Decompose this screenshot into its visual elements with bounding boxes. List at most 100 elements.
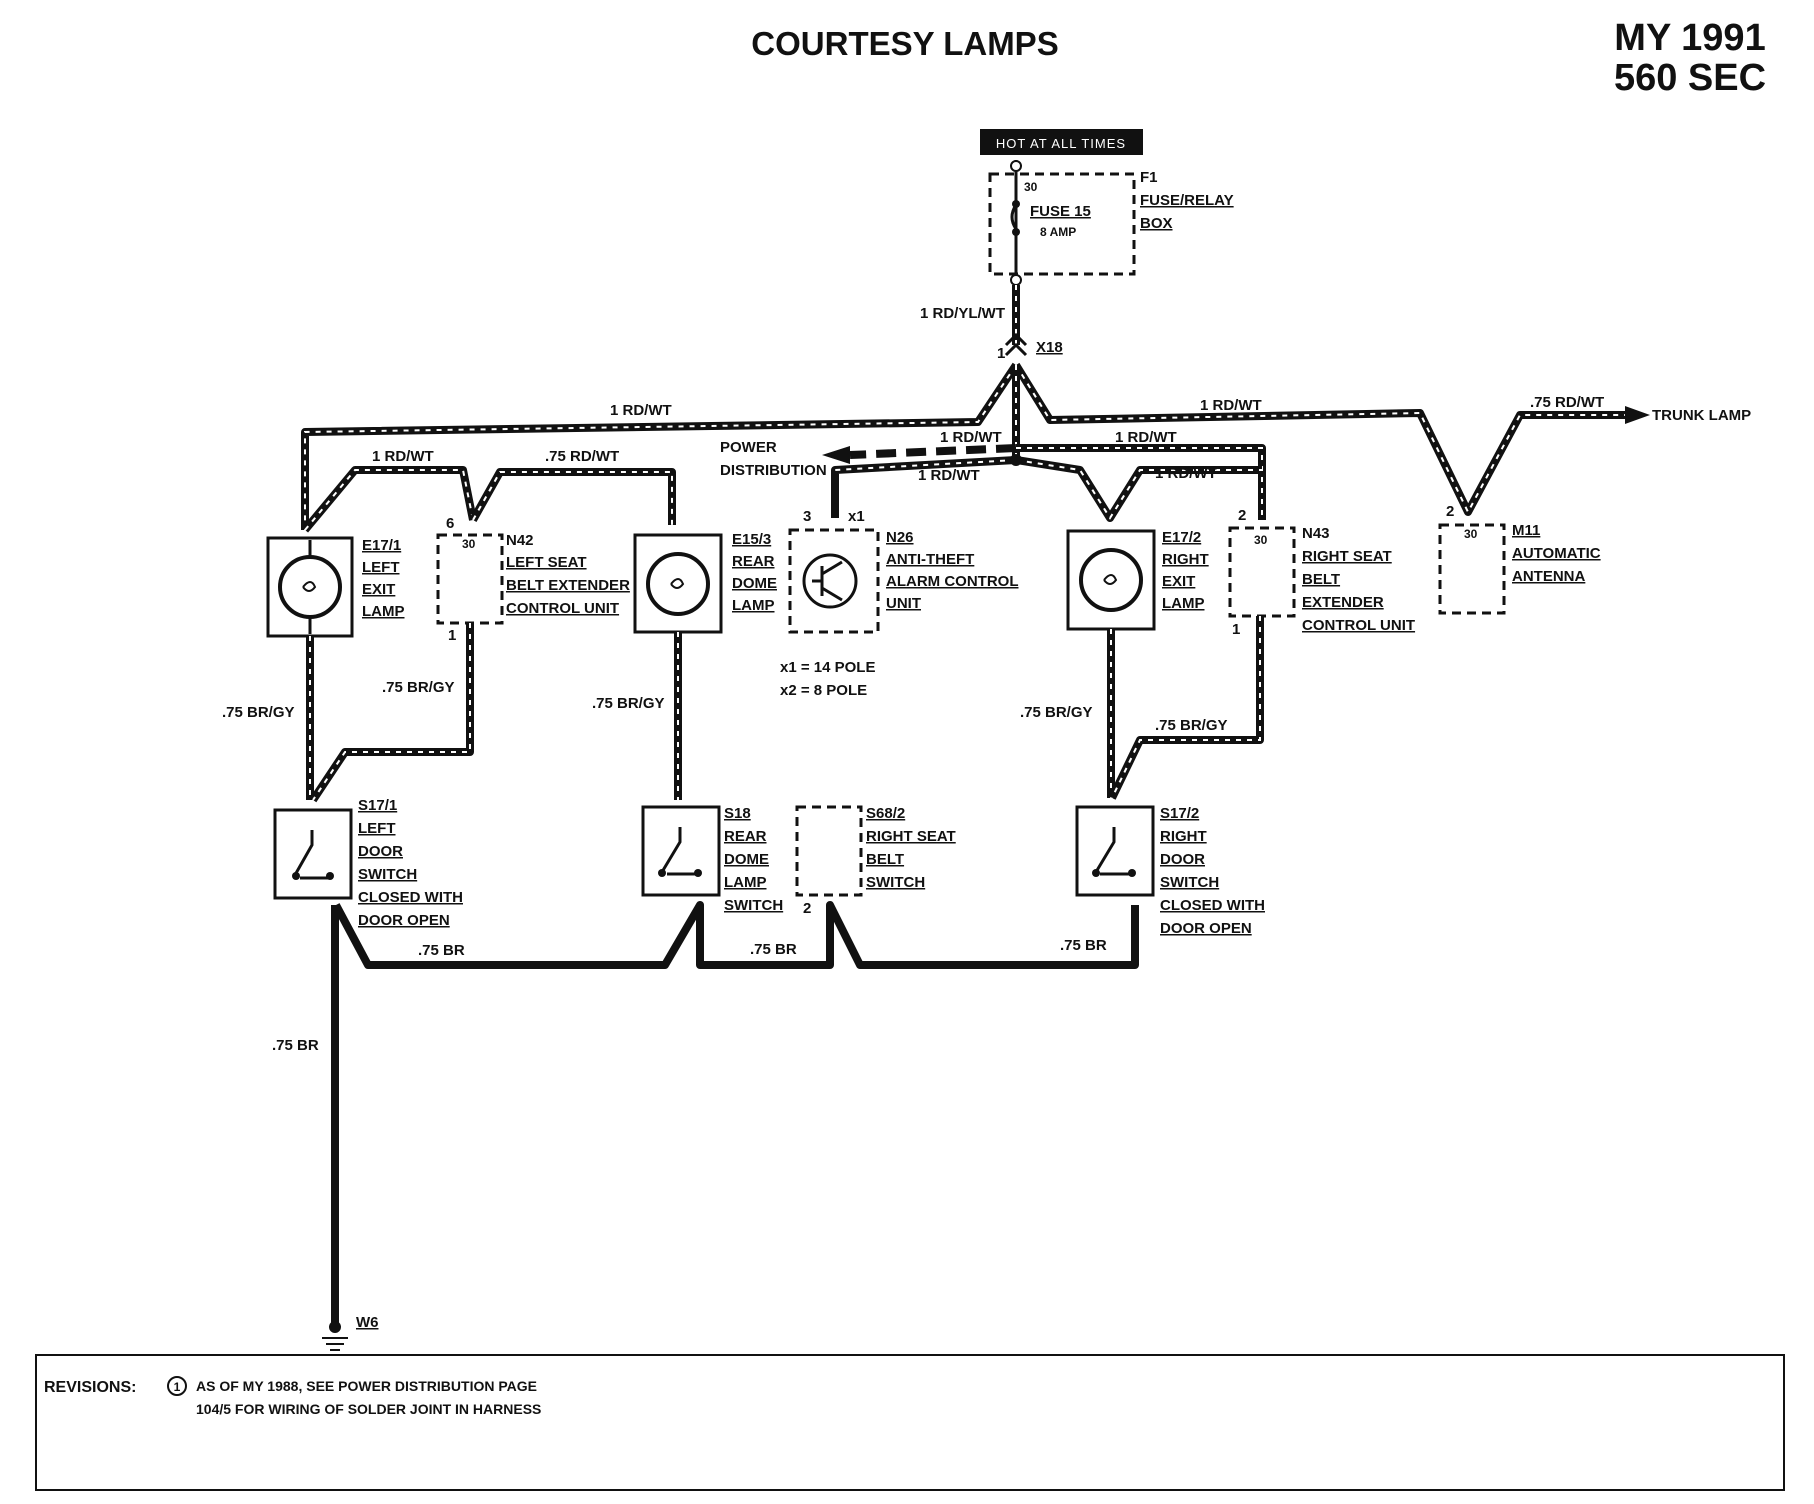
ground-point-icon <box>329 1321 341 1333</box>
model-year: MY 1991 <box>1614 17 1765 59</box>
n26-connector: x1 <box>848 508 865 525</box>
s17-2-line4: CLOSED WITH <box>1160 897 1265 914</box>
wire-label-brgy-right: .75 BR/GY <box>1020 704 1093 721</box>
wire-br-bottom <box>332 901 1139 969</box>
fuse-box-id: F1 <box>1140 169 1158 186</box>
n26-pin: 3 <box>803 508 811 525</box>
wire-label-rd-wt-mid: 1 RD/WT <box>918 467 980 484</box>
n43-line3: EXTENDER <box>1302 594 1384 611</box>
m11-pin: 2 <box>1446 503 1454 520</box>
wire-label-br-2: .75 BR <box>750 941 797 958</box>
revisions-box <box>35 1354 1785 1491</box>
wire-label-rd-wt-top-left: 1 RD/WT <box>610 402 672 419</box>
power-distribution-label-1: POWER <box>720 439 777 456</box>
wire-label-brgy-rear: .75 BR/GY <box>592 695 665 712</box>
wire-label-brgy-left: .75 BR/GY <box>222 704 295 721</box>
revision-marker-icon <box>167 1376 187 1396</box>
wire-label-rd-wt-trunk: .75 RD/WT <box>1530 394 1604 411</box>
n26-id: N26 <box>886 529 914 546</box>
x18-connector <box>1004 332 1028 357</box>
n43-pin-bottom: 1 <box>1232 621 1240 638</box>
power-distribution-arrow-icon <box>822 446 850 464</box>
s68-2-pin: 2 <box>803 900 811 917</box>
s18-id: S18 <box>724 805 751 822</box>
revision-line-1: AS OF MY 1988, SEE POWER DISTRIBUTION PA… <box>196 1378 537 1394</box>
n42-box <box>436 533 504 625</box>
e15-3-line1: REAR <box>732 553 775 570</box>
revision-line-2: 104/5 FOR WIRING OF SOLDER JOINT IN HARN… <box>196 1401 541 1417</box>
e15-3-id: E15/3 <box>732 531 771 548</box>
fuse-15-label: FUSE 15 <box>1030 203 1091 220</box>
s17-1-line1: LEFT <box>358 820 396 837</box>
wire-to-rear-dome <box>469 468 676 525</box>
s17-1-line2: DOOR <box>358 843 403 860</box>
e17-2-id: E17/2 <box>1162 529 1201 546</box>
m11-line1: AUTOMATIC <box>1512 545 1601 562</box>
s17-2-id: S17/2 <box>1160 805 1199 822</box>
n43-line4: CONTROL UNIT <box>1302 617 1415 634</box>
s68-2-line2: BELT <box>866 851 904 868</box>
fuse-box-name-line1: FUSE/RELAY <box>1140 192 1234 209</box>
s17-2-line5: DOOR OPEN <box>1160 920 1252 937</box>
right-seat-belt-switch-box <box>795 805 863 897</box>
hot-at-all-times-tag <box>980 129 1143 155</box>
wire-label-rd-wt-top-right: 1 RD/WT <box>1200 397 1262 414</box>
s17-1-line3: SWITCH <box>358 866 417 883</box>
n26-note1: x1 = 14 POLE <box>780 659 875 676</box>
m11-id: M11 <box>1512 522 1540 539</box>
rear-dome-switch-box <box>641 805 721 897</box>
ground-symbol-icon <box>322 1337 348 1351</box>
e17-2-line1: RIGHT <box>1162 551 1209 568</box>
wire-label-br-3: .75 BR <box>1060 937 1107 954</box>
wire-label-rd-wt-right-exit: 1 RD/WT <box>1155 465 1217 482</box>
wire-n42-brgy <box>309 623 474 803</box>
s18-line3: LAMP <box>724 874 767 891</box>
e17-1-line1: LEFT <box>362 559 400 576</box>
s68-2-line3: SWITCH <box>866 874 925 891</box>
n42-line3: CONTROL UNIT <box>506 600 619 617</box>
m11-terminal: 30 <box>1464 527 1478 541</box>
s17-2-line2: DOOR <box>1160 851 1205 868</box>
n42-terminal: 30 <box>462 537 476 551</box>
n43-id: N43 <box>1302 525 1330 542</box>
right-exit-lamp-icon <box>1079 548 1143 612</box>
wire-label-rd-wt-distribution: 1 RD/WT <box>940 429 1002 446</box>
s17-1-line4: CLOSED WITH <box>358 889 463 906</box>
transistor-icon <box>802 553 858 609</box>
n26-note2: x2 = 8 POLE <box>780 682 867 699</box>
revisions-label: REVISIONS: <box>44 1379 136 1396</box>
x18-pin-label: 1 <box>997 345 1005 362</box>
e17-1-line3: LAMP <box>362 603 405 620</box>
fuse-rating-label: 8 AMP <box>1040 225 1076 239</box>
s18-line4: SWITCH <box>724 897 783 914</box>
e17-1-line2: EXIT <box>362 581 395 598</box>
e17-2-line2: EXIT <box>1162 573 1195 590</box>
n42-pin-top: 6 <box>446 515 454 532</box>
s17-2-line1: RIGHT <box>1160 828 1207 845</box>
s68-2-line1: RIGHT SEAT <box>866 828 956 845</box>
antenna-box <box>1438 523 1506 615</box>
rear-dome-lamp-icon <box>646 552 710 616</box>
feed-wire-label: 1 RD/YL/WT <box>920 305 1005 322</box>
n42-pin-bottom: 1 <box>448 627 456 644</box>
wire-power-distribution <box>849 444 1017 459</box>
s17-2-line3: SWITCH <box>1160 874 1219 891</box>
n42-line1: LEFT SEAT <box>506 554 587 571</box>
n26-line2: ALARM CONTROL <box>886 573 1018 590</box>
wire-right-main <box>1012 362 1625 516</box>
s18-line1: REAR <box>724 828 767 845</box>
s17-1-id: S17/1 <box>358 797 397 814</box>
n43-terminal: 30 <box>1254 533 1268 547</box>
n26-line3: UNIT <box>886 595 921 612</box>
fuse-relay-box <box>988 172 1136 276</box>
fuse-box-name-line2: BOX <box>1140 215 1173 232</box>
trunk-lamp-label: TRUNK LAMP <box>1652 407 1751 424</box>
wire-label-br-ground: .75 BR <box>272 1037 319 1054</box>
s18-line2: DOME <box>724 851 769 868</box>
ground-id: W6 <box>356 1314 379 1331</box>
left-door-switch-box <box>273 808 353 900</box>
n42-line2: BELT EXTENDER <box>506 577 630 594</box>
n26-line1: ANTI-THEFT <box>886 551 974 568</box>
wire-label-rd-wt-n42: .75 RD/WT <box>545 448 619 465</box>
